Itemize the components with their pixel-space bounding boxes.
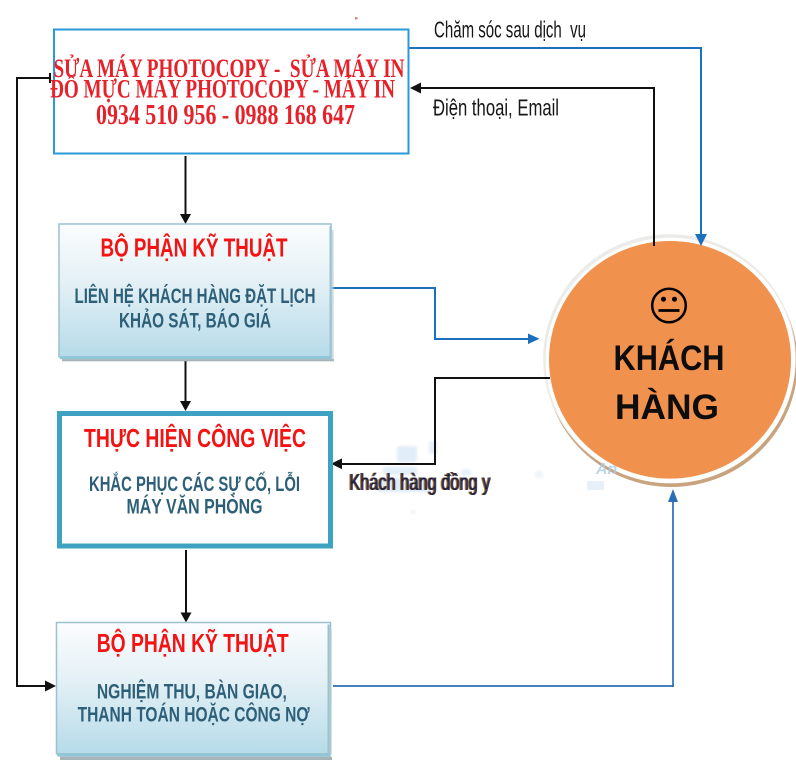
- svg-text:LIÊN HỆ KHÁCH HÀNG ĐẶT LỊCH: LIÊN HỆ KHÁCH HÀNG ĐẶT LỊCH: [75, 284, 316, 308]
- svg-text:Điện thoại, Email: Điện thoại, Email: [433, 95, 559, 121]
- svg-text:0934 510 956 - 0988 168 647: 0934 510 956 - 0988 168 647: [96, 100, 355, 131]
- svg-text:KHẮC PHỤC CÁC SỰ CỐ, LỖI: KHẮC PHỤC CÁC SỰ CỐ, LỖI: [89, 472, 300, 496]
- svg-text:SỬA MÁY PHOTOCOPY - SỬA MÁY I: SỬA MÁY PHOTOCOPY - SỬA MÁY IN: [54, 54, 405, 83]
- svg-text:HÀNG: HÀNG: [615, 387, 719, 427]
- svg-text:An: An: [595, 461, 618, 478]
- svg-text:ĐỔ MỰC MÁY PHOTOCOPY - MÁY IN: ĐỔ MỰC MÁY PHOTOCOPY - MÁY IN: [50, 75, 395, 104]
- svg-text:Khách hàng đồng y: Khách hàng đồng y: [350, 469, 491, 495]
- svg-text:BỘ PHẬN KỸ THUẬT: BỘ PHẬN KỸ THUẬT: [101, 233, 288, 263]
- svg-text:Chăm sóc sau dịch vụ: Chăm sóc sau dịch vụ: [434, 17, 586, 43]
- svg-text:THANH TOÁN HOẶC CÔNG NỢ: THANH TOÁN HOẶC CÔNG NỢ: [78, 702, 310, 726]
- svg-text:NGHIỆM THU, BÀN GIAO,: NGHIỆM THU, BÀN GIAO,: [97, 680, 287, 704]
- svg-text:KHÁCH: KHÁCH: [614, 338, 725, 378]
- svg-text:KHẢO SÁT, BÁO GIÁ: KHẢO SÁT, BÁO GIÁ: [119, 309, 271, 332]
- svg-text:BỘ PHẬN KỸ THUẬT: BỘ PHẬN KỸ THUẬT: [97, 628, 289, 658]
- svg-text:Khách hàng đồng y: Khách hàng đồng y: [349, 469, 490, 495]
- svg-text:THỰC HIỆN CÔNG VIỆC: THỰC HIỆN CÔNG VIỆC: [84, 423, 306, 453]
- svg-text:MÁY VĂN PHÒNG: MÁY VĂN PHÒNG: [127, 495, 263, 519]
- svg-text:Khách hàng đồng y: Khách hàng đồng y: [348, 469, 489, 495]
